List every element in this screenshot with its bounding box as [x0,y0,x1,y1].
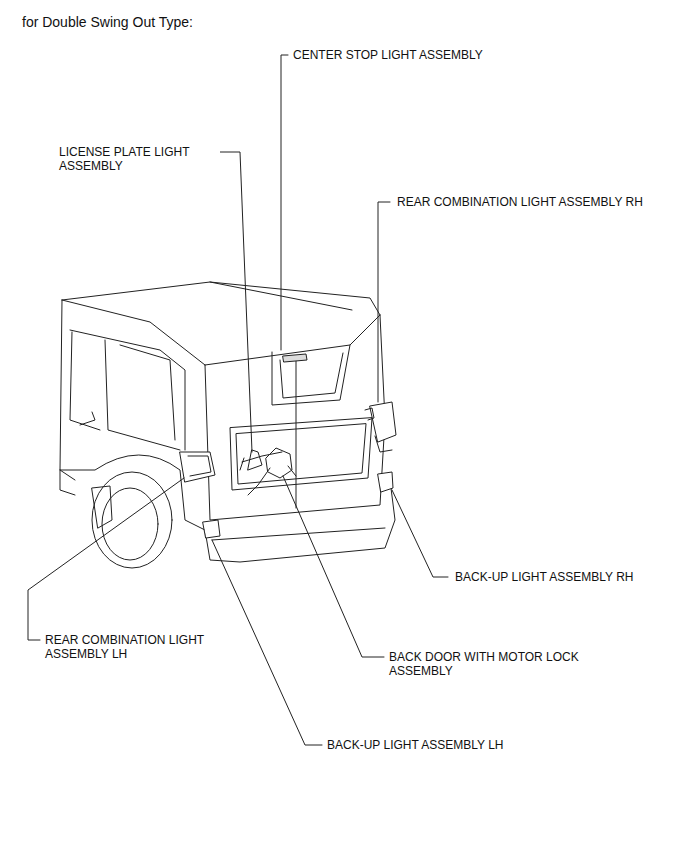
part-label: CENTER STOP LIGHT ASSEMBLY [292,48,534,62]
part-label: LICENSE PLATE LIGHT ASSEMBLY [58,145,220,173]
part-label: BACK DOOR WITH MOTOR LOCK ASSEMBLY [388,650,630,678]
diagram-title: for Double Swing Out Type: [22,14,193,30]
part-label: REAR COMBINATION LIGHT ASSEMBLY RH [396,195,663,209]
part-label: BACK-UP LIGHT ASSEMBLY LH [326,738,558,752]
part-label: REAR COMBINATION LIGHT ASSEMBLY LH [44,633,241,661]
part-label: BACK-UP LIGHT ASSEMBLY RH [454,570,681,584]
